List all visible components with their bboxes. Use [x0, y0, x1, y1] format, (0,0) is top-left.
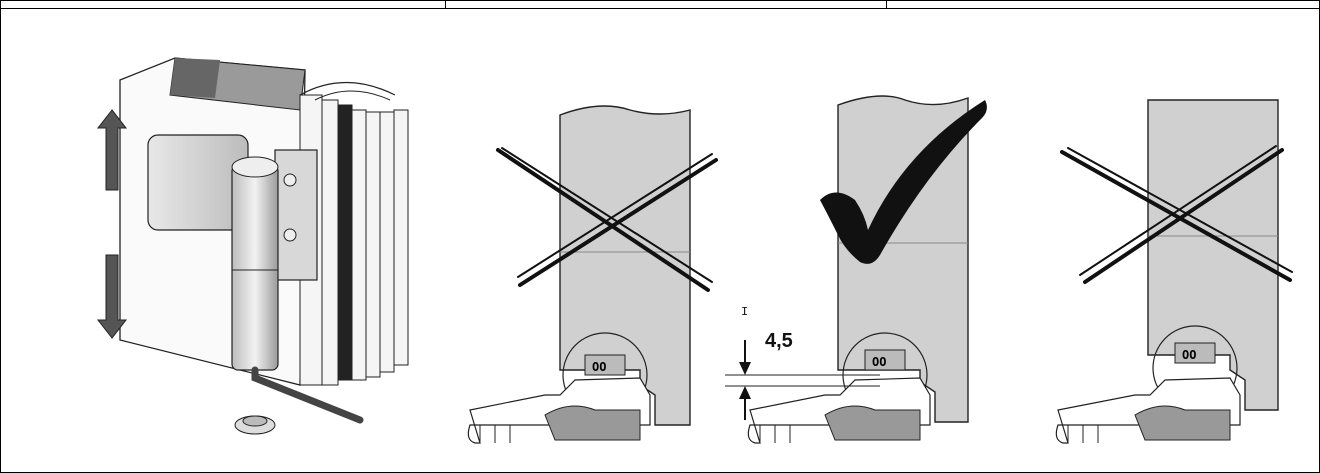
- cross-mark-b: [1083, 148, 1284, 284]
- variant-3-section: OO: [1055, 99, 1293, 444]
- cross-mark-b: [518, 158, 718, 287]
- allen-key: [251, 366, 364, 424]
- frame-top-shadow: [170, 58, 220, 98]
- check-mark: [820, 100, 987, 264]
- svg-text:OO: OO: [592, 360, 606, 374]
- arrow-down-icon: [96, 254, 128, 339]
- cross-mark-a: [1060, 150, 1292, 282]
- glass-pane: [837, 95, 969, 423]
- header-strip: [0, 0, 1320, 9]
- header-cell-2: [446, 0, 887, 8]
- header-cell-1: [0, 0, 446, 8]
- svg-text:OO: OO: [872, 355, 886, 369]
- cross-mark-a: [496, 148, 710, 292]
- variant-1-section: OO: [467, 105, 718, 444]
- arrow-up-icon: [96, 109, 128, 191]
- svg-text:OO: OO: [1182, 348, 1196, 362]
- gap-measurement-label: 4,5: [765, 330, 793, 352]
- mounting-plate: [274, 149, 318, 281]
- tick-label: I: [741, 305, 749, 319]
- glass-pane: [559, 105, 691, 426]
- hinge-illustration: [96, 57, 409, 435]
- variant-2-section: OO: [725, 95, 987, 444]
- hinge-barrel: [231, 164, 279, 371]
